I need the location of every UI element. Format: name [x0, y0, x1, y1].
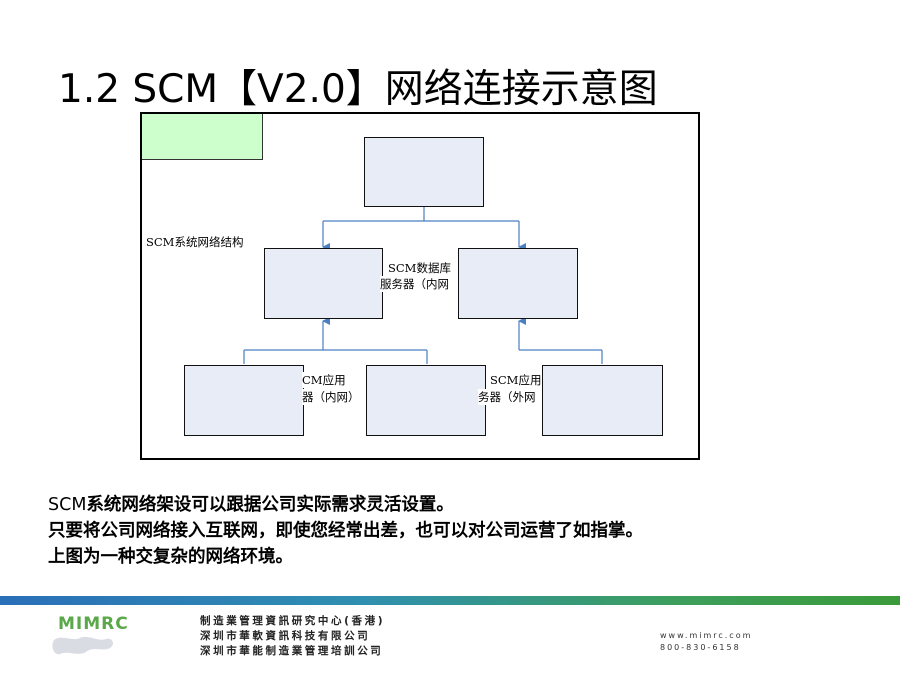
- description-line-1-rest: 系统网络架设可以跟据公司实际需求灵活设置。: [86, 495, 454, 515]
- app-server-intranet-node: [366, 365, 486, 436]
- legend-box: [142, 114, 263, 160]
- bottom-left-node: [184, 365, 304, 436]
- mimrc-logo: MIMRC: [58, 614, 129, 634]
- mid-left-node: [264, 248, 383, 319]
- app-extranet-label-line1: SCM应用: [490, 372, 541, 388]
- app-intranet-label-line1: CM应用: [302, 372, 346, 388]
- company-line-3: 深圳市華能制造業管理培訓公司: [200, 645, 384, 657]
- description-line-3: 上图为一种交复杂的网络环境。: [48, 547, 293, 567]
- website-link[interactable]: www.mimrc.com: [660, 631, 753, 640]
- description-text: SCM系统网络架设可以跟据公司实际需求灵活设置。 只要将公司网络接入互联网，即使…: [48, 492, 643, 570]
- connector-lines: [243, 207, 603, 364]
- company-names: 制造業管理資訊研究中心(香港) 深圳市華軟資訊科技有限公司 深圳市華能制造業管理…: [200, 614, 385, 659]
- phone-number: 800-830-6158: [660, 643, 741, 652]
- footer-gradient-bar: [0, 596, 900, 605]
- network-diagram: SCM系统网络结构 SCM数据库 服务器（内网 CM应用 器（内网） SCM应用…: [140, 112, 700, 460]
- db-server-node: [458, 248, 578, 319]
- app-intranet-label-line2: 器（内网）: [302, 389, 365, 405]
- top-server-node: [364, 137, 484, 207]
- company-line-2: 深圳市華軟資訊科技有限公司: [200, 630, 371, 642]
- map-graphic: [52, 636, 113, 655]
- structure-label: SCM系统网络结构: [146, 235, 244, 249]
- app-server-extranet-node: [542, 365, 663, 436]
- db-server-label-line1: SCM数据库: [388, 260, 451, 276]
- db-server-label-line2: 服务器（内网: [380, 276, 457, 292]
- slide-title: 1.2 SCM【V2.0】网络连接示意图: [58, 67, 658, 112]
- company-line-1: 制造業管理資訊研究中心(香港): [200, 615, 386, 627]
- description-scm: SCM: [48, 495, 87, 515]
- description-line-1: SCM系统网络架设可以跟据公司实际需求灵活设置。: [48, 492, 643, 518]
- app-extranet-label-line2: 务器（外网: [478, 389, 541, 405]
- description-line-2: 只要将公司网络接入互联网，即使您经常出差，也可以对公司运营了如指掌。: [48, 521, 643, 541]
- contact-info: www.mimrc.com 800-830-6158: [660, 630, 752, 654]
